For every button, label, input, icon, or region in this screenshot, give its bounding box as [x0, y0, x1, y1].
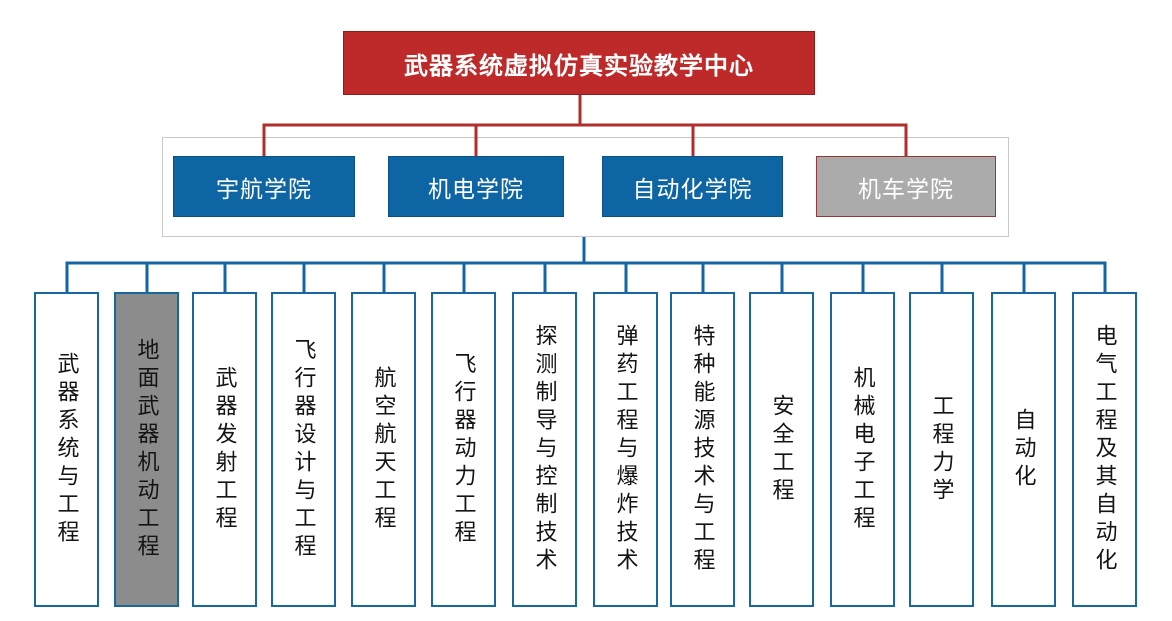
- major-node: 特种能源技术与工程: [670, 292, 735, 607]
- major-node: 武器发射工程: [192, 292, 257, 607]
- blue-connectors: [65, 237, 1107, 295]
- major-node-label: 机械电子工程: [850, 365, 876, 534]
- root-node: 武器系统虚拟仿真实验教学中心: [343, 31, 815, 95]
- major-node: 武器系统与工程: [34, 292, 99, 607]
- major-node: 电气工程及其自动化: [1072, 292, 1137, 607]
- college-node-label: 机车学院: [858, 175, 954, 202]
- major-node: 航空航天工程: [351, 292, 416, 607]
- college-node-zidonghua: 自动化学院: [602, 156, 783, 217]
- major-node-label: 电气工程及其自动化: [1092, 323, 1118, 576]
- red-connectors: [262, 95, 908, 158]
- college-node-jiche: 机车学院: [816, 156, 996, 217]
- major-node-label: 探测制导与控制技术: [532, 323, 558, 576]
- major-node-label: 航空航天工程: [371, 365, 397, 534]
- major-node: 飞行器设计与工程: [271, 292, 336, 607]
- major-node-label: 地面武器机动工程: [134, 337, 160, 562]
- major-node-label: 飞行器设计与工程: [291, 337, 317, 562]
- major-node: 安全工程: [749, 292, 814, 607]
- college-node-label: 机电学院: [428, 175, 524, 202]
- major-node-label: 飞行器动力工程: [451, 351, 477, 548]
- major-node-label: 弹药工程与爆炸技术: [613, 323, 639, 576]
- major-node: 探测制导与控制技术: [512, 292, 577, 607]
- major-node-label: 安全工程: [769, 393, 795, 506]
- major-node-label: 武器发射工程: [212, 365, 238, 534]
- college-node-label: 自动化学院: [632, 175, 753, 202]
- major-node: 弹药工程与爆炸技术: [593, 292, 658, 607]
- major-node: 机械电子工程: [830, 292, 895, 607]
- major-node: 自动化: [991, 292, 1056, 607]
- major-node-highlighted: 地面武器机动工程: [114, 292, 179, 607]
- major-node-label: 自动化: [1011, 407, 1037, 492]
- college-node-jidian: 机电学院: [388, 156, 564, 217]
- major-node-label: 工程力学: [929, 393, 955, 506]
- root-node-label: 武器系统虚拟仿真实验教学中心: [404, 52, 754, 80]
- major-node-label: 特种能源技术与工程: [690, 323, 716, 576]
- major-node: 工程力学: [909, 292, 974, 607]
- college-node-yuhang: 宇航学院: [173, 156, 355, 217]
- major-node: 飞行器动力工程: [431, 292, 496, 607]
- college-node-label: 宇航学院: [216, 175, 312, 202]
- major-node-label: 武器系统与工程: [54, 351, 80, 548]
